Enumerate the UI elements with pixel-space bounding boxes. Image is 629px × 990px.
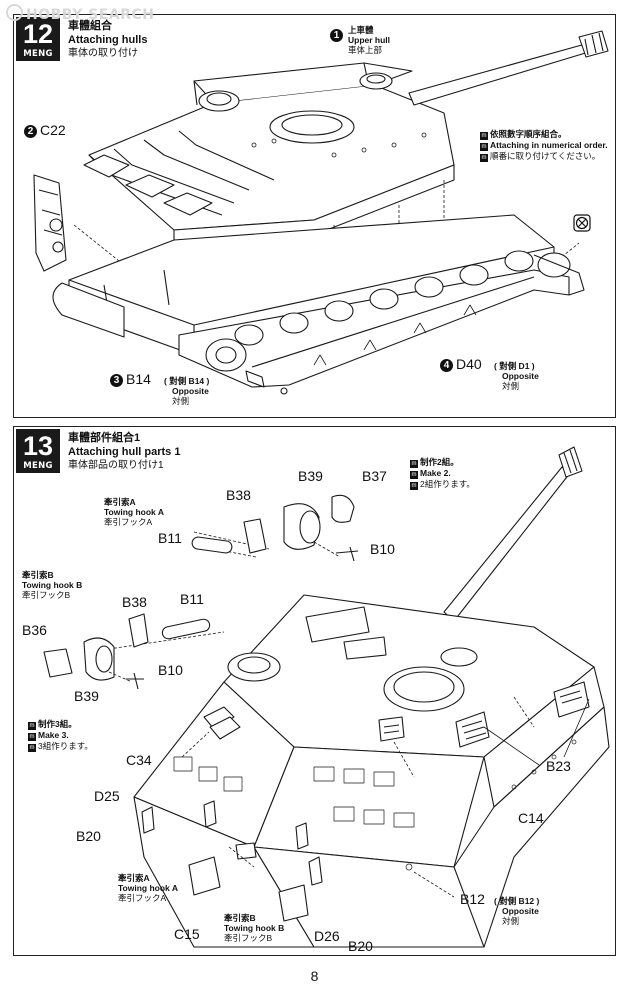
- m-icon: m: [28, 733, 36, 741]
- part-d26: D26: [314, 928, 340, 944]
- title-ja: 車体部品の取り付け1: [68, 460, 164, 471]
- step-13-badge: 13 MENG: [16, 429, 60, 473]
- callout-1-text: 上車體 Upper hull 車体上部: [348, 25, 391, 55]
- step-12-title: 車體組合 Attaching hulls 車体の取り付け: [68, 19, 147, 61]
- part-b39-top: B39: [298, 468, 323, 484]
- m-icon: m: [480, 132, 488, 140]
- part-b10-top: B10: [370, 541, 395, 557]
- part-b38-top: B38: [226, 487, 251, 503]
- watermark: HOBBY SEARCH: [6, 4, 154, 23]
- towing-hook-a-lower-label: 牽引索A Towing hook A 牽引フックA: [118, 873, 178, 903]
- part-b38-left: B38: [122, 594, 147, 610]
- m-icon: m: [480, 143, 488, 151]
- brand-logo: MENG: [23, 49, 53, 59]
- part-c14: C14: [518, 810, 544, 826]
- step-13-hull-drawing: [43, 446, 610, 948]
- part-b39-left: B39: [74, 688, 99, 704]
- callout-1-upper-hull: 1: [330, 27, 346, 42]
- part-b10-left: B10: [158, 662, 183, 678]
- part-d25: D25: [94, 788, 120, 804]
- callout-4-note: ( 對側 D1 ) Opposite 対側: [494, 361, 539, 391]
- title-en: Attaching hull parts 1: [68, 446, 181, 458]
- watermark-logo-icon: [6, 4, 23, 21]
- b12-opposite-note: ( 對側 B12 ) Opposite 対側: [494, 896, 540, 926]
- step-12-hull-drawing: [33, 30, 609, 395]
- step-12-badge: 12 MENG: [16, 17, 60, 61]
- m-icon: m: [410, 460, 418, 468]
- part-b11-top: B11: [158, 530, 182, 546]
- m-icon: m: [410, 482, 418, 490]
- step-13-panel: 13 MENG 車體部件組合1 Attaching hull parts 1 車…: [13, 426, 616, 956]
- title-en: Attaching hulls: [68, 34, 148, 46]
- brand-logo: MENG: [23, 461, 53, 471]
- part-b23: B23: [546, 758, 571, 774]
- step-number: 12: [22, 19, 54, 49]
- part-b12: B12: [460, 891, 485, 907]
- title-ja: 車体の取り付け: [68, 48, 138, 59]
- cement-forbidden-icon: [573, 214, 591, 232]
- part-b37: B37: [362, 468, 387, 484]
- step-number: 13: [22, 431, 54, 461]
- m-icon: m: [480, 154, 488, 162]
- part-b20-left: B20: [76, 828, 101, 844]
- title-zh: 車體組合: [68, 20, 112, 32]
- part-b11-left: B11: [180, 591, 204, 607]
- page-number: 8: [310, 968, 319, 984]
- m-icon: m: [28, 722, 36, 730]
- towing-hook-a-label: 牽引索A Towing hook A 牽引フックA: [104, 497, 164, 527]
- part-b36: B36: [22, 622, 47, 638]
- m-icon: m: [28, 744, 36, 752]
- callout-3-note: ( 對側 B14 ) Opposite 対側: [164, 376, 210, 406]
- m-icon: m: [410, 471, 418, 479]
- part-b20-bottom: B20: [348, 938, 373, 954]
- part-c15: C15: [174, 926, 200, 942]
- step-13-title: 車體部件組合1 Attaching hull parts 1 車体部品の取り付け…: [68, 431, 180, 473]
- towing-hook-b-label: 牽引索B Towing hook B 牽引フックB: [22, 570, 83, 600]
- title-zh: 車體部件組合1: [68, 432, 141, 444]
- part-c34: C34: [126, 752, 152, 768]
- step-12-panel: 12 MENG 車體組合 Attaching hulls 車体の取り付け: [13, 14, 616, 418]
- towing-hook-b-lower-label: 牽引索B Towing hook B 牽引フックB: [224, 913, 285, 943]
